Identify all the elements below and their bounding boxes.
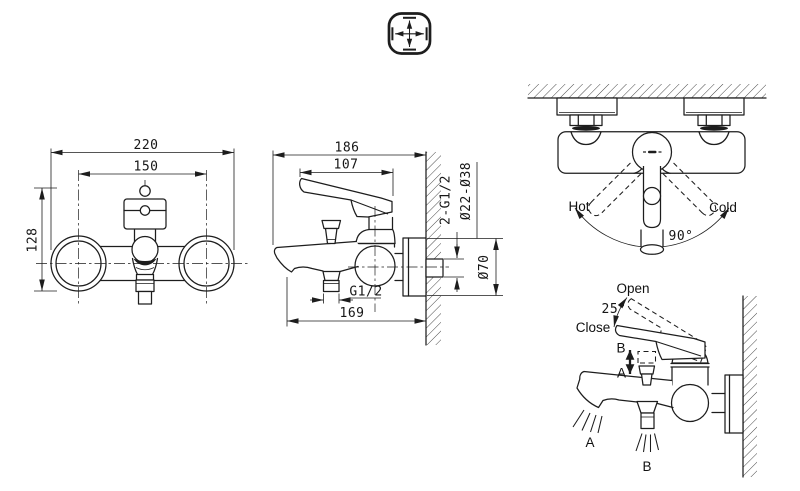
dim-height-value: 128	[26, 228, 41, 253]
outlet-neck	[322, 270, 341, 282]
outlet-collar	[135, 273, 155, 281]
ceiling-hatch	[528, 84, 766, 98]
top-view: Hot Cold 90°	[527, 84, 767, 255]
dim-width-220: 220	[50, 138, 235, 250]
mounting-union-left	[556, 97, 618, 131]
handle-knob-top	[139, 185, 151, 197]
spray-spout	[572, 409, 603, 434]
body-neck-2	[711, 392, 726, 414]
dim-reach-169: 169	[286, 277, 426, 327]
diverter-knob-cap	[321, 219, 342, 230]
diverter-knob-dashed	[637, 350, 657, 364]
spout-flow-label: A	[585, 435, 594, 450]
hot-label: Hot	[568, 199, 589, 214]
diverter-ridge	[135, 267, 155, 271]
dim-lever-107: 107	[299, 158, 394, 196]
diverter-knob-cap-2	[638, 365, 656, 375]
body-circle-2	[670, 383, 710, 423]
dim-outlet-thread: G1/2	[310, 285, 382, 304]
spout-sides-top	[640, 229, 664, 247]
dim-outlet-value: G1/2	[349, 285, 382, 300]
brand-mark	[643, 150, 662, 154]
dim-depth-186: 186	[272, 141, 426, 245]
side-view: 186 107 169 G1/2 2-G1/2	[272, 141, 503, 346]
body-neck	[394, 252, 404, 282]
dim-reach-value: 169	[340, 306, 365, 321]
inlet-fitting	[425, 258, 444, 278]
lever-crease-2	[655, 341, 702, 357]
lever-position-hot	[587, 162, 642, 217]
spout-outline-2	[576, 370, 673, 409]
operation-view: Open 25° Close B A A B	[572, 281, 757, 478]
escutcheon-right-inner	[183, 240, 230, 287]
dim-eccentric: Ø22-Ø38	[459, 162, 478, 239]
outlet-neck-2	[636, 400, 659, 414]
swivel-angle-label: 90°	[669, 229, 694, 244]
spray-shower	[635, 433, 660, 453]
spout-tip-ellipse	[639, 244, 665, 255]
shower-flow-label: B	[642, 459, 651, 474]
cold-label: Cold	[709, 200, 737, 215]
dim-flange-70: Ø70	[427, 238, 503, 296]
label-inlets-value: 2-G1/2	[439, 175, 454, 225]
dim-width-value: 220	[134, 138, 159, 153]
saddle-right	[698, 131, 730, 146]
diverter-knob-top	[642, 186, 662, 206]
diverter-cup	[131, 257, 159, 276]
icon-frame	[387, 12, 432, 55]
wall-flange-2	[724, 374, 744, 434]
lever-handle	[299, 177, 393, 218]
dim-inlets: 2-G1/2	[439, 175, 464, 292]
front-view: 220 150 128	[26, 138, 248, 306]
divert-up-label: B	[616, 341, 625, 356]
close-label: Close	[576, 320, 611, 335]
wall-hatch-2	[743, 296, 757, 477]
diverter-sphere	[131, 235, 159, 264]
dim-spacing-150: 150	[78, 160, 207, 177]
outlet-thread	[322, 279, 340, 293]
spout-underside-2	[656, 402, 674, 409]
open-label: Open	[616, 281, 649, 296]
orientation-icon	[387, 12, 432, 55]
dim-height-128: 128	[26, 187, 57, 292]
wall-hatch	[426, 152, 441, 345]
cartridge-dome	[355, 228, 396, 245]
diverter-knob-body-2	[640, 373, 653, 386]
cartridge-collar	[354, 216, 396, 248]
shower-outlet	[135, 279, 155, 293]
mounting-union-right	[683, 97, 745, 131]
tilt-angle-label: 25°	[602, 302, 627, 317]
dim-spacing-value: 150	[134, 160, 159, 175]
lever-crease	[350, 199, 389, 215]
spout-fill	[274, 241, 368, 272]
label-flange-value: Ø70	[477, 255, 492, 280]
divert-down-label: A	[617, 366, 626, 381]
label-eccentric-value: Ø22-Ø38	[459, 162, 474, 220]
outlet-thread-2	[640, 412, 655, 430]
tilt-arc	[613, 297, 628, 328]
saddle-left	[570, 131, 602, 146]
lever-position-cold	[662, 162, 717, 217]
shower-outlet-tip	[137, 290, 153, 305]
dim-lever-value: 107	[334, 158, 359, 173]
handle-screw	[139, 205, 151, 216]
dim-depth-value: 186	[335, 141, 360, 156]
diverter-knob-body	[324, 227, 338, 245]
spout-outline	[273, 240, 357, 273]
cartridge-collar-2	[670, 362, 710, 386]
lever-open-dashed	[627, 298, 708, 363]
